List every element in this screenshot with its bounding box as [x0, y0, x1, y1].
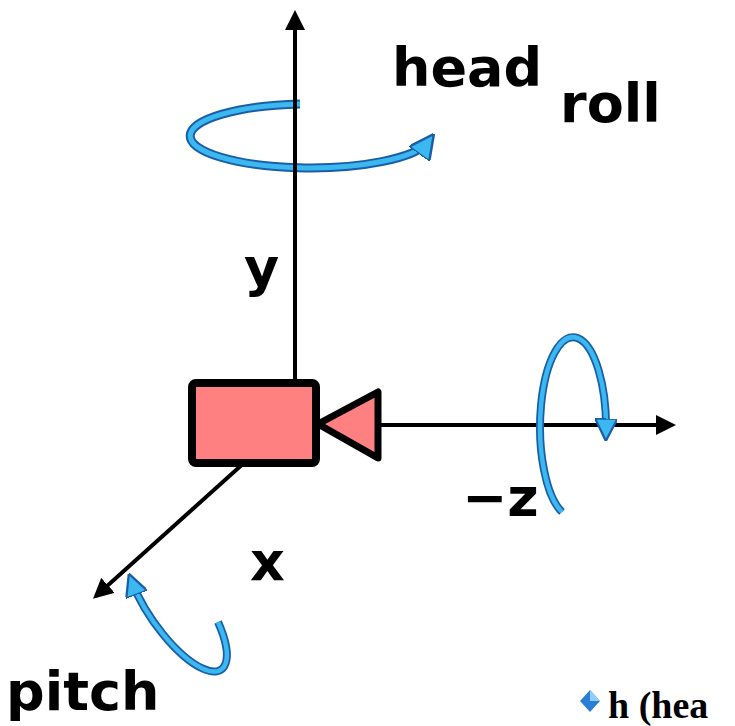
roll-rotation-arrow — [540, 337, 606, 512]
camera-icon — [192, 383, 378, 463]
rotation-label: roll — [560, 77, 661, 131]
y-axis — [293, 14, 297, 385]
rotation-label: pitch — [6, 665, 159, 719]
bullet-text: h (hea — [608, 686, 708, 724]
bullet-diamond — [580, 690, 600, 712]
axis-label: y — [244, 241, 279, 295]
rotation-label: head — [392, 41, 542, 95]
head-rotation-arrow — [190, 104, 428, 168]
pitch-rotation-arrow — [132, 582, 227, 672]
axis-label: −z — [462, 471, 539, 525]
x-axis — [96, 462, 245, 596]
z-axis — [378, 423, 672, 427]
axis-label: x — [250, 535, 285, 589]
